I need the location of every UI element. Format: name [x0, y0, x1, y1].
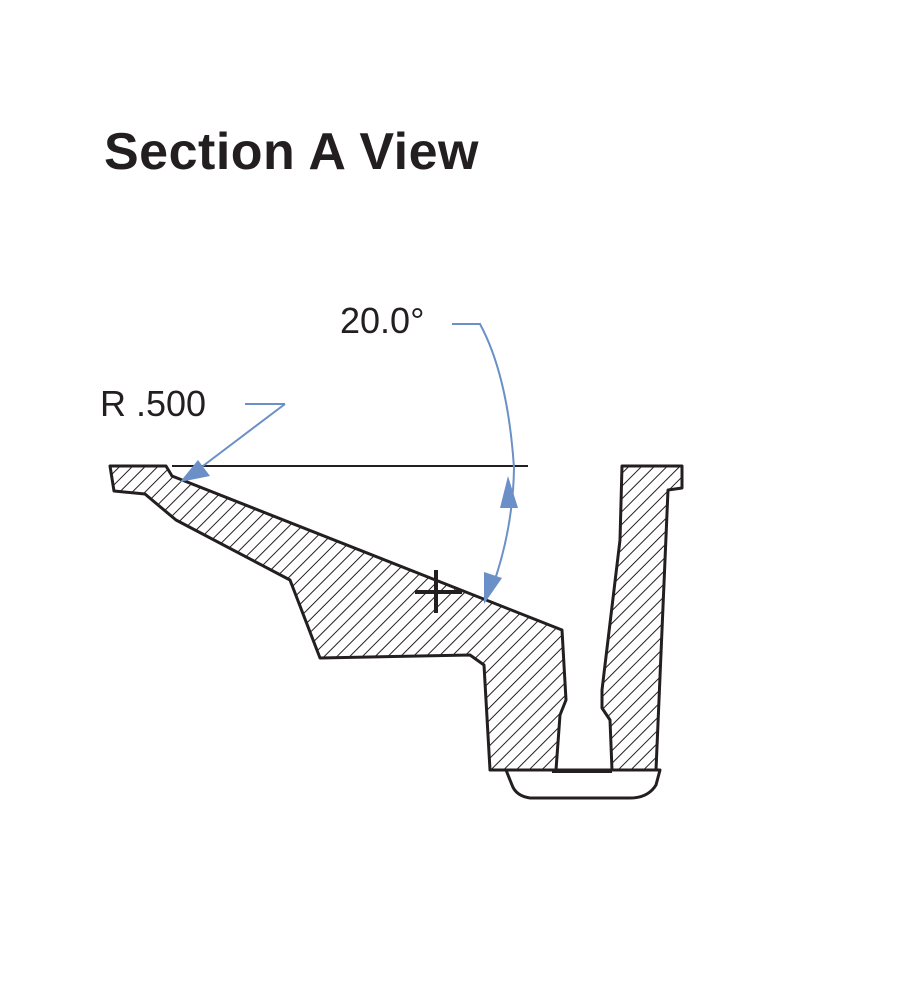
page-title: Section A View — [104, 123, 479, 181]
base-strip — [504, 768, 662, 800]
radius-label: R .500 — [100, 383, 206, 424]
angle-dimension — [452, 323, 518, 604]
wall-profile-section — [600, 464, 684, 772]
angle-arrowhead-top — [500, 476, 518, 508]
radius-arrowhead — [180, 460, 210, 482]
radius-leader — [180, 403, 286, 482]
angle-arrowhead-bottom — [484, 572, 502, 604]
center-mark — [415, 570, 462, 613]
angle-label: 20.0° — [340, 300, 424, 341]
main-profile-section — [108, 464, 568, 772]
